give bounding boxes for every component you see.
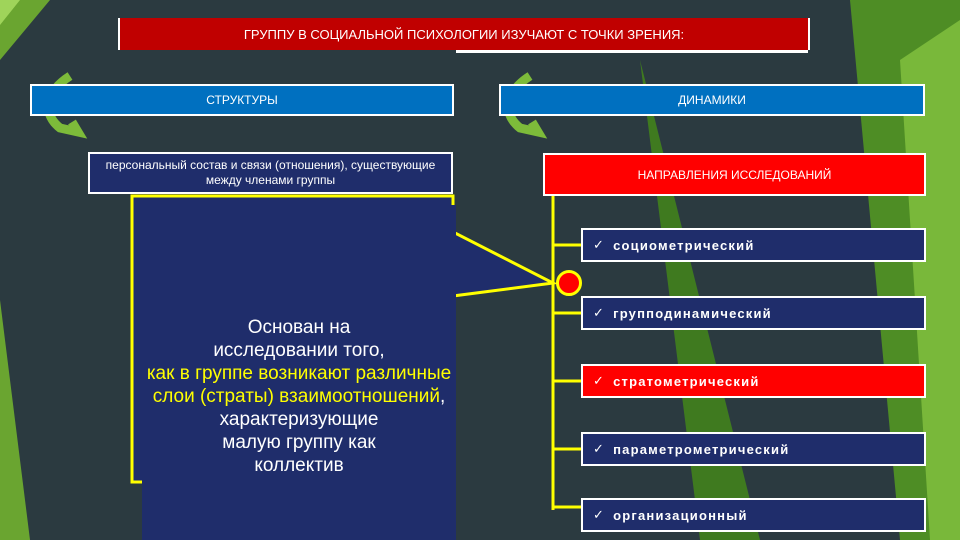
marker-dot bbox=[556, 270, 582, 296]
callout-text: Основан на исследовании того, как в груп… bbox=[142, 316, 456, 477]
callout-body bbox=[142, 205, 456, 540]
check-icon: ✓ bbox=[593, 441, 606, 456]
green-stripe-left bbox=[0, 300, 30, 540]
callout-comma: , bbox=[440, 386, 446, 407]
structure-header: СТРУКТУРЫ bbox=[30, 84, 454, 116]
callout-line: малую группу как bbox=[222, 432, 376, 453]
callout-line: исследовании того, bbox=[213, 340, 385, 361]
green-corner-left bbox=[0, 0, 50, 60]
direction-label: групподинамический bbox=[613, 305, 772, 321]
direction-item-1: ✓ социометрический bbox=[581, 228, 926, 262]
direction-label: социометрический bbox=[613, 237, 755, 253]
callout-line: характеризующие bbox=[219, 409, 379, 430]
check-icon: ✓ bbox=[593, 305, 606, 320]
direction-label: параметрометрический bbox=[613, 441, 790, 457]
direction-item-5: ✓ организационный bbox=[581, 498, 926, 532]
check-icon: ✓ bbox=[593, 507, 606, 522]
directions-header: НАПРАВЛЕНИЯ ИССЛЕДОВАНИЙ bbox=[543, 153, 926, 196]
page-title: ГРУППУ В СОЦИАЛЬНОЙ ПСИХОЛОГИИ ИЗУЧАЮТ С… bbox=[118, 18, 810, 53]
green-stripe-right-light bbox=[900, 20, 960, 540]
direction-item-4: ✓ параметрометрический bbox=[581, 432, 926, 466]
check-icon: ✓ bbox=[593, 373, 606, 388]
green-corner-left-light bbox=[0, 0, 20, 25]
direction-item-2: ✓ групподинамический bbox=[581, 296, 926, 330]
structure-description: персональный состав и связи (отношения),… bbox=[88, 152, 453, 194]
direction-label: стратометрический bbox=[613, 373, 760, 389]
callout-line: коллектив bbox=[254, 455, 344, 476]
dynamics-header: ДИНАМИКИ bbox=[499, 84, 925, 116]
direction-label: организационный bbox=[613, 507, 748, 523]
direction-item-3: ✓ стратометрический bbox=[581, 364, 926, 398]
check-icon: ✓ bbox=[593, 237, 606, 252]
callout-highlight: как в группе возникают различные слои (с… bbox=[146, 363, 452, 407]
callout-line: Основан на bbox=[247, 317, 351, 338]
